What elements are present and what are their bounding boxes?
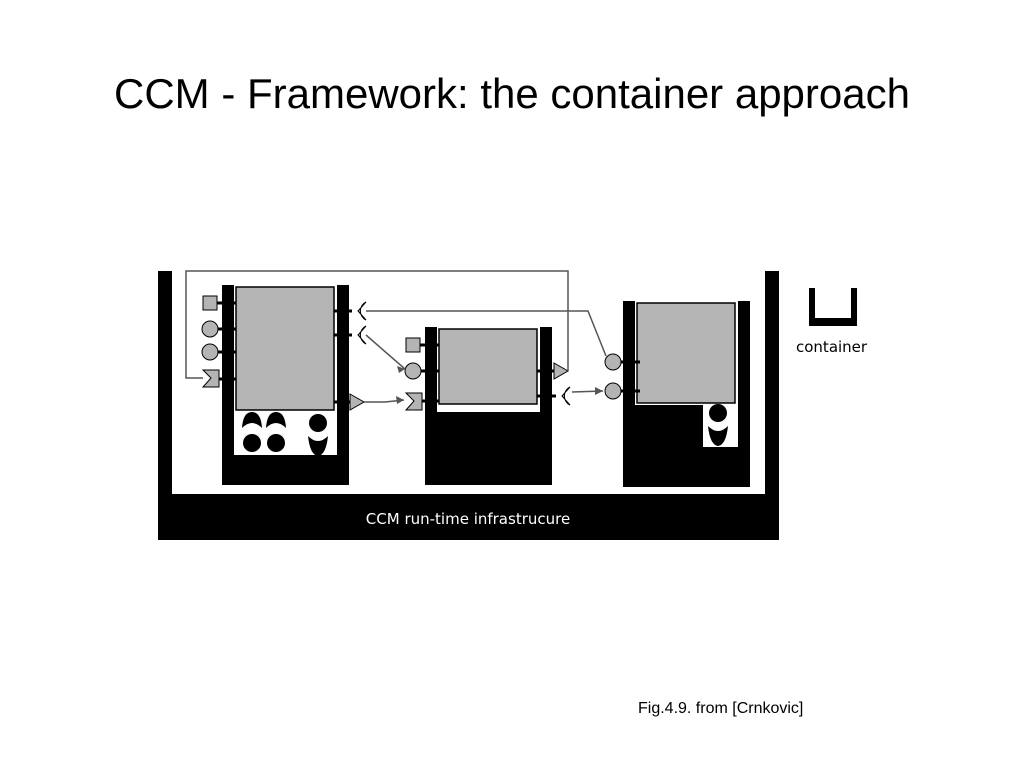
slide-title: CCM - Framework: the container approach [114, 70, 910, 117]
legend: container [796, 288, 868, 356]
receptacle-icon [561, 386, 571, 406]
event-sink-icon [201, 369, 220, 388]
service-facet-icon [709, 404, 727, 422]
figure-caption: Fig.4.9. from [Crnkovic] [638, 700, 804, 717]
legend-label: container [796, 338, 868, 356]
container-2 [404, 327, 571, 485]
component-3 [636, 302, 736, 404]
arrowheads [396, 366, 603, 404]
service-facet-icon [267, 434, 285, 452]
c1-to-c3-connection [366, 310, 607, 357]
c1-to-c2-connection [365, 334, 406, 370]
event-sink-icon [404, 392, 423, 411]
service-receptacle-icon [708, 426, 728, 446]
event-source-icon [349, 393, 366, 411]
runtime-infrastructure: CCM run-time infrastrucure [158, 271, 779, 540]
port-circle-icon [404, 362, 422, 380]
service-facet-icon [243, 434, 261, 452]
service-receptacle-icon [308, 436, 328, 456]
port-circle-icon [604, 353, 622, 371]
port-circle-icon [201, 320, 219, 338]
receptacle-icon [357, 325, 367, 345]
port-circle-icon [201, 343, 219, 361]
port-circle-icon [604, 382, 622, 400]
connections [185, 270, 607, 403]
infrastructure-label: CCM run-time infrastrucure [366, 510, 570, 528]
component-2 [438, 328, 538, 405]
port-square-icon [405, 337, 421, 353]
receptacle-icon [357, 301, 367, 321]
port-square-icon [202, 295, 218, 311]
service-receptacle-icon [266, 412, 286, 428]
container-1 [201, 285, 367, 485]
component-1 [235, 286, 335, 411]
container-3 [604, 301, 750, 487]
service-receptacle-icon [242, 412, 262, 428]
service-facet-icon [309, 414, 327, 432]
loop-connection [185, 270, 569, 379]
container-legend-icon [809, 288, 857, 326]
event-source-icon [553, 362, 570, 380]
